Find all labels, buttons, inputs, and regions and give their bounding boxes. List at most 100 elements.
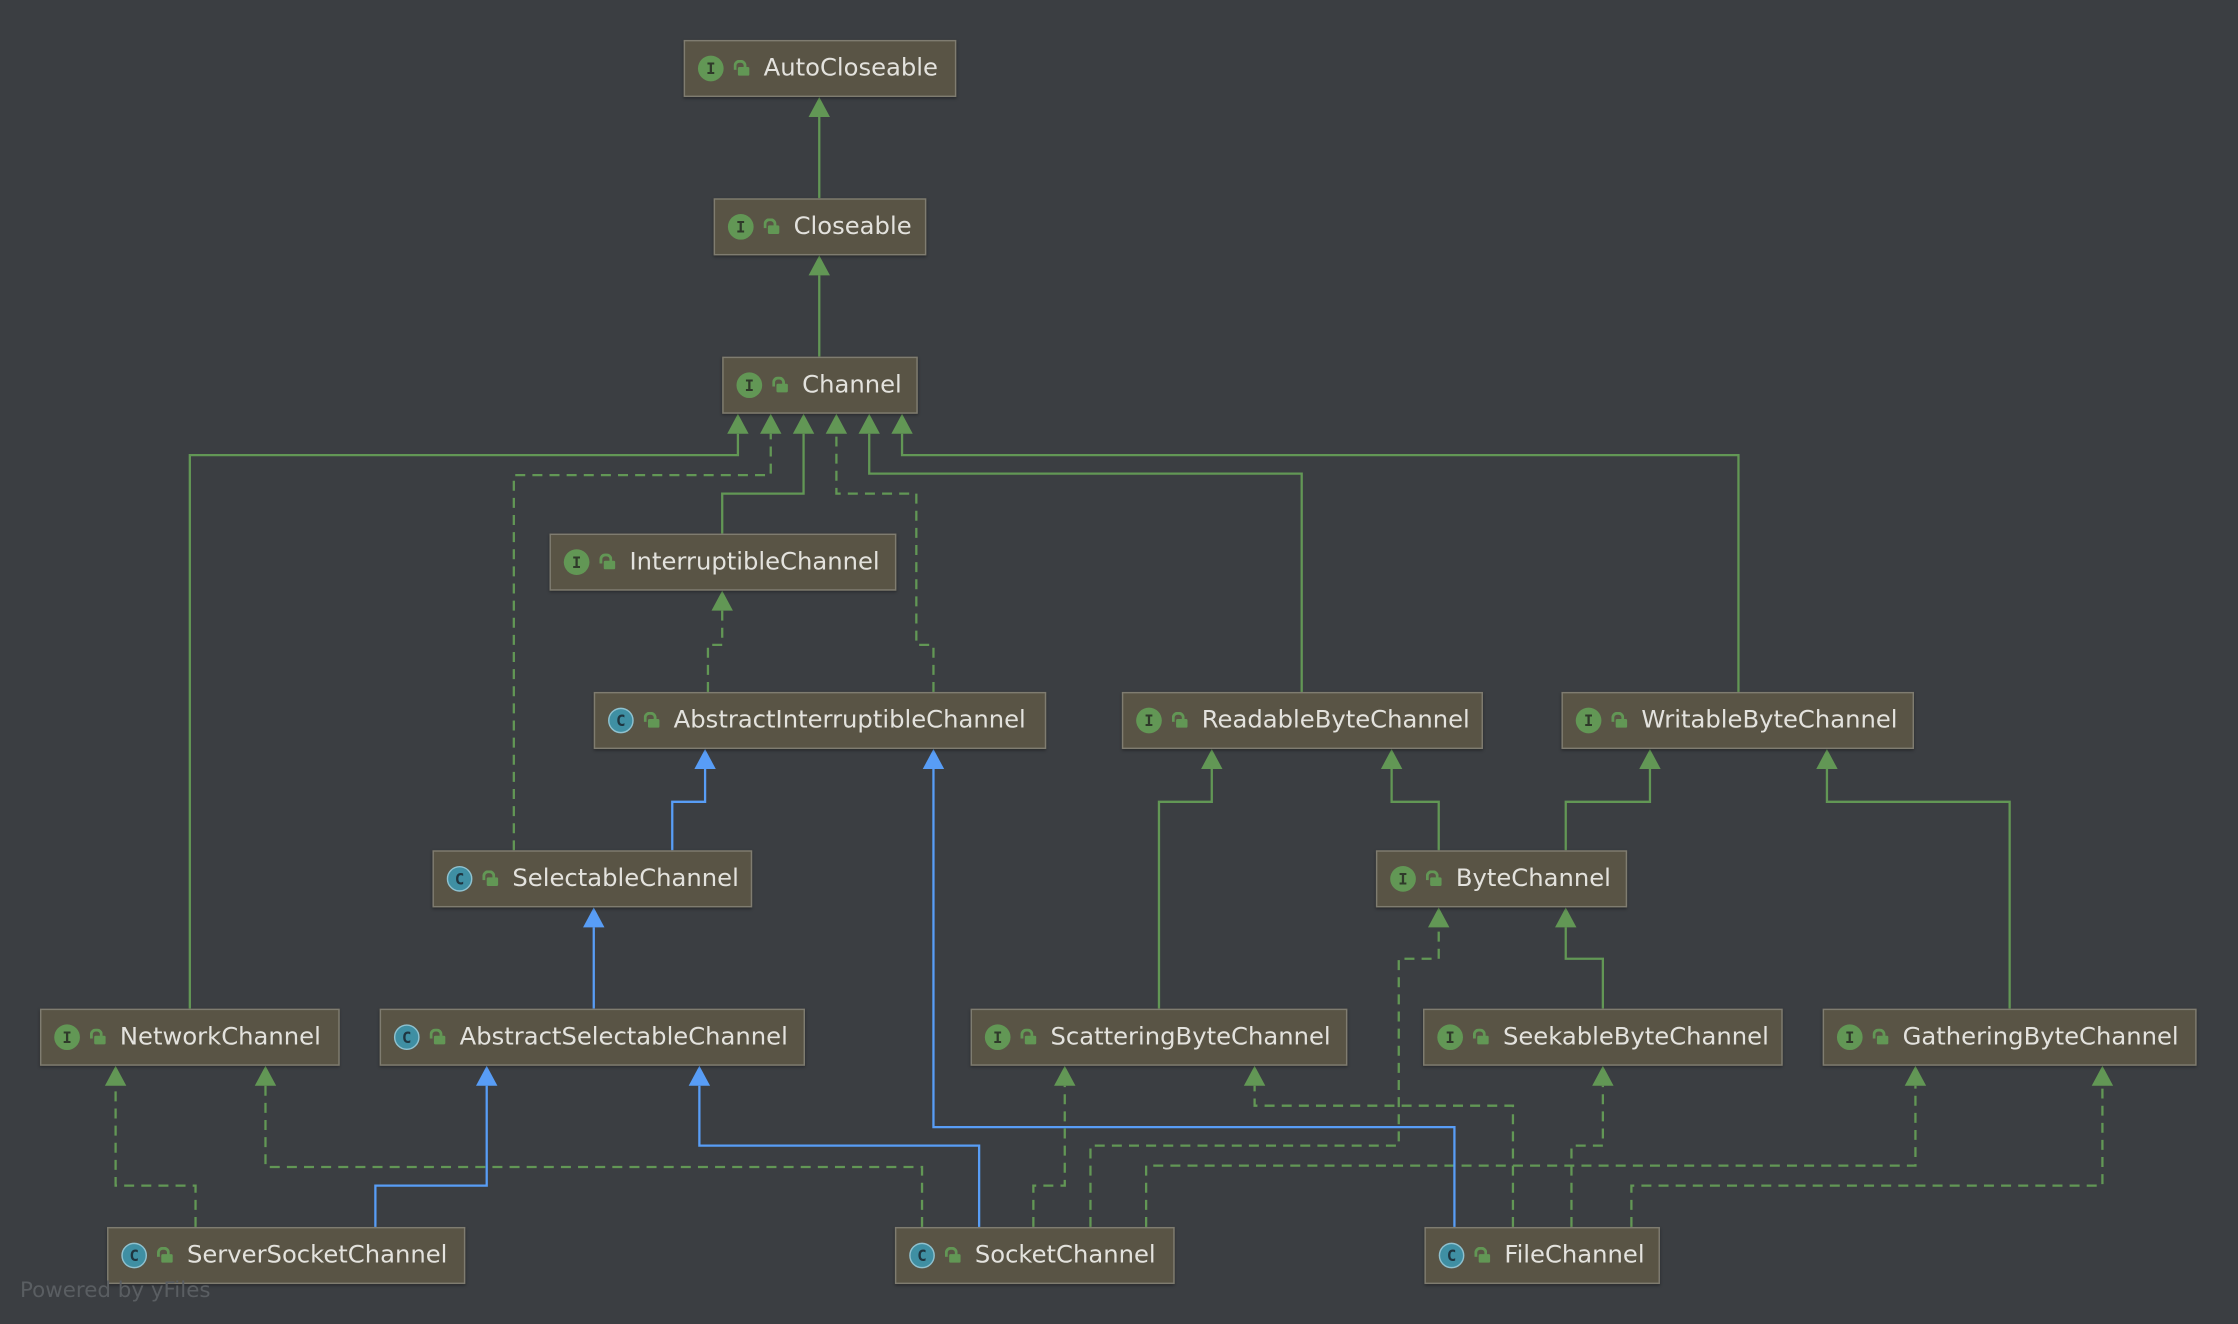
edge-socket-to-abstract-selectable — [698, 1085, 981, 1227]
arrowhead-filechannel-to-seekable — [1592, 1065, 1614, 1086]
abstract-class-icon: C — [393, 1024, 420, 1051]
node-label: FileChannel — [1504, 1241, 1645, 1270]
public-lock-icon — [1424, 869, 1444, 889]
node-selectablechannel[interactable]: C SelectableChannel — [432, 850, 753, 908]
node-seekablebytechannel[interactable]: I SeekableByteChannel — [1423, 1008, 1783, 1066]
arrowhead-socket-to-gathering — [1904, 1065, 1927, 1086]
node-label: Closeable — [793, 212, 912, 242]
node-readablebytechannel[interactable]: I ReadableByteChannel — [1121, 691, 1483, 750]
node-label: GatheringByteChannel — [1902, 1022, 2179, 1052]
edge-serversocket-to-abstract-selectable — [374, 1085, 488, 1227]
node-label: ServerSocketChannel — [186, 1241, 448, 1270]
node-interruptiblechannel[interactable]: I InterruptibleChannel — [549, 533, 897, 591]
node-writablebytechannel[interactable]: I WritableByteChannel — [1561, 691, 1915, 750]
node-channel[interactable]: I Channel — [722, 356, 918, 414]
public-lock-icon — [156, 1246, 176, 1266]
node-label: WritableByteChannel — [1641, 706, 1898, 735]
interface-icon: I — [1836, 1024, 1863, 1051]
arrowhead-socket-to-abstract-selectable — [688, 1065, 711, 1086]
node-bytechannel[interactable]: I ByteChannel — [1375, 850, 1628, 908]
arrowhead-serversocket-to-network — [104, 1065, 127, 1086]
public-lock-icon — [1610, 710, 1630, 730]
public-lock-icon — [771, 375, 791, 395]
node-filechannel[interactable]: C FileChannel — [1424, 1226, 1660, 1285]
arrowhead-channel-to-closeable — [808, 255, 830, 276]
arrowhead-selectable-to-abstract-interruptible — [694, 749, 716, 769]
abstract-class-icon: C — [608, 707, 634, 734]
node-abstractinterruptiblechannel[interactable]: C AbstractInterruptibleChannel — [593, 691, 1047, 750]
interface-icon: I — [563, 549, 590, 575]
public-lock-icon — [428, 1027, 448, 1047]
interface-icon: I — [984, 1024, 1011, 1051]
node-label: Channel — [802, 370, 902, 400]
public-lock-icon — [1019, 1027, 1039, 1047]
node-label: SelectableChannel — [512, 864, 739, 894]
node-abstractselectablechannel[interactable]: C AbstractSelectableChannel — [379, 1008, 805, 1066]
arrowhead-network-to-channel — [727, 413, 749, 434]
arrowhead-filechannel-to-gathering — [2091, 1065, 2114, 1086]
node-label: AbstractSelectableChannel — [459, 1022, 788, 1052]
node-scatteringbytechannel[interactable]: I ScatteringByteChannel — [970, 1008, 1348, 1066]
interface-icon: I — [727, 214, 754, 240]
arrowhead-scattering-to-readable — [1201, 749, 1223, 769]
arrowhead-writable-to-channel — [891, 413, 913, 434]
arrowhead-closeable-to-autocloseable — [808, 97, 830, 117]
arrowhead-filechannel-to-abstract-interruptible — [922, 749, 945, 769]
edge-socket-to-scattering — [1032, 1085, 1066, 1227]
node-closeable[interactable]: I Closeable — [713, 198, 927, 256]
arrowhead-abstract-selectable-to-selectable — [583, 907, 605, 928]
interface-icon: I — [1437, 1024, 1463, 1051]
node-label: SocketChannel — [974, 1241, 1156, 1270]
edge-interruptible-to-channel — [721, 433, 805, 534]
public-lock-icon — [1871, 1027, 1891, 1047]
node-label: NetworkChannel — [119, 1022, 321, 1052]
edge-selectable-to-abstract-interruptible — [671, 768, 707, 851]
public-lock-icon — [762, 217, 782, 237]
edge-seekable-to-bytechannel — [1564, 927, 1604, 1009]
public-lock-icon — [1170, 710, 1190, 730]
arrowhead-filechannel-to-scattering — [1243, 1065, 1266, 1086]
edge-serversocket-to-network — [114, 1085, 197, 1227]
node-label: InterruptibleChannel — [629, 547, 880, 577]
edge-abstract-interruptible-to-interruptible — [706, 610, 724, 692]
arrowhead-selectable-to-channel — [760, 413, 782, 434]
arrowhead-bytechannel-to-writable — [1639, 749, 1661, 769]
public-lock-icon — [642, 710, 662, 730]
edge-selectable-to-channel — [512, 433, 772, 851]
arrowhead-readable-to-channel — [858, 413, 880, 434]
node-networkchannel[interactable]: I NetworkChannel — [39, 1008, 340, 1066]
edge-filechannel-to-gathering — [1630, 1085, 2104, 1227]
public-lock-icon — [1473, 1246, 1493, 1266]
interface-icon: I — [697, 55, 724, 82]
abstract-class-icon: C — [121, 1242, 148, 1269]
node-autocloseable[interactable]: I AutoCloseable — [683, 39, 957, 98]
arrowhead-gathering-to-writable — [1816, 749, 1838, 769]
arrowhead-interruptible-to-channel — [792, 413, 815, 434]
arrowhead-socket-to-network — [254, 1065, 277, 1086]
edge-writable-to-channel — [900, 433, 1740, 692]
edge-filechannel-to-seekable — [1570, 1085, 1604, 1227]
abstract-class-icon: C — [909, 1242, 935, 1269]
edge-socket-to-network — [264, 1085, 924, 1227]
public-lock-icon — [732, 58, 752, 78]
edge-socket-to-bytechannel — [1089, 927, 1440, 1227]
node-serversocketchannel[interactable]: C ServerSocketChannel — [107, 1226, 466, 1285]
public-lock-icon — [481, 869, 501, 889]
edge-scattering-to-readable — [1157, 768, 1213, 1009]
arrowhead-seekable-to-bytechannel — [1555, 907, 1577, 928]
arrowhead-bytechannel-to-readable — [1380, 749, 1403, 769]
edge-readable-to-channel — [868, 433, 1303, 692]
interface-icon: I — [1575, 707, 1602, 734]
node-socketchannel[interactable]: C SocketChannel — [894, 1226, 1175, 1285]
public-lock-icon — [1472, 1027, 1492, 1047]
public-lock-icon — [943, 1246, 963, 1266]
edge-filechannel-to-abstract-interruptible — [932, 768, 1456, 1227]
interface-icon: I — [54, 1024, 80, 1051]
node-gatheringbytechannel[interactable]: I GatheringByteChannel — [1822, 1008, 2197, 1066]
public-lock-icon — [88, 1027, 108, 1047]
arrowhead-socket-to-scattering — [1054, 1065, 1076, 1086]
node-label: AutoCloseable — [763, 54, 938, 83]
node-label: AbstractInterruptibleChannel — [673, 706, 1026, 735]
